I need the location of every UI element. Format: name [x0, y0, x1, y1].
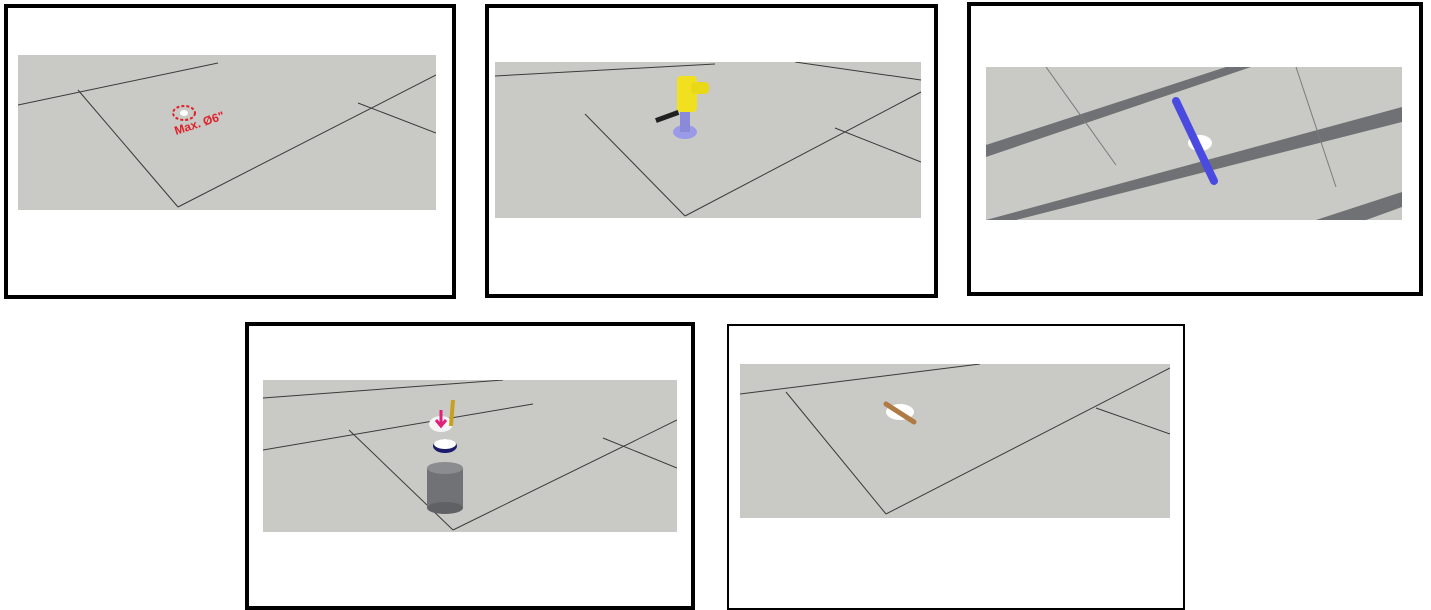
core-bit-icon — [680, 112, 690, 132]
ceiling-scene-3 — [986, 67, 1402, 220]
step-panel-2 — [485, 4, 938, 298]
hole-icon — [180, 110, 188, 116]
step-panel-3 — [967, 2, 1423, 296]
slab-scene-5 — [740, 364, 1170, 518]
yellow-stake-icon — [451, 400, 453, 426]
concrete-slab — [18, 55, 436, 210]
concrete-slab — [263, 380, 677, 532]
slab-scene-4 — [263, 380, 677, 532]
hole-rim-icon — [434, 439, 456, 449]
grout-bucket-icon — [427, 462, 463, 514]
slab-scene-1: Max. Ø6" — [18, 55, 436, 210]
step-panel-4 — [245, 322, 695, 610]
step-panel-1: Max. Ø6" — [4, 4, 456, 299]
step-panel-5 — [727, 324, 1185, 610]
concrete-slab — [740, 364, 1170, 518]
slab-scene-2 — [495, 62, 921, 218]
